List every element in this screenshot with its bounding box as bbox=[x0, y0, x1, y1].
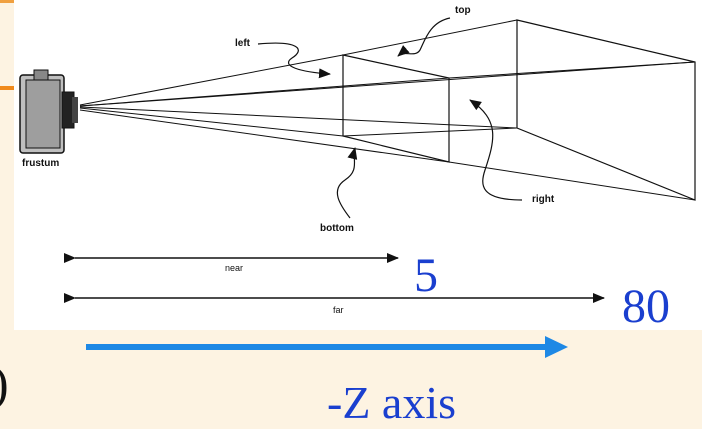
bottom-callout bbox=[336, 147, 358, 219]
left-callout bbox=[257, 42, 331, 79]
frustum-lines bbox=[79, 19, 696, 201]
diagram-panel bbox=[14, 0, 702, 330]
far-value: 80 bbox=[622, 280, 670, 333]
z-axis-label: -Z axis bbox=[327, 377, 457, 428]
label-top: top bbox=[455, 5, 471, 16]
near-value: 5 bbox=[414, 249, 438, 302]
camera-icon bbox=[19, 69, 78, 154]
label-near: near bbox=[225, 263, 244, 273]
label-far: far bbox=[333, 305, 344, 315]
label-right: right bbox=[532, 194, 555, 205]
orange-accent-top bbox=[0, 0, 14, 3]
label-frustum: frustum bbox=[22, 158, 60, 169]
right-callout bbox=[469, 99, 523, 201]
z-axis-arrow bbox=[86, 336, 568, 358]
orange-accent-bar bbox=[0, 86, 14, 90]
label-bottom: bottom bbox=[320, 223, 354, 234]
top-callout bbox=[397, 17, 451, 57]
edge-glyph: ) bbox=[0, 358, 9, 408]
label-left: left bbox=[235, 38, 250, 49]
